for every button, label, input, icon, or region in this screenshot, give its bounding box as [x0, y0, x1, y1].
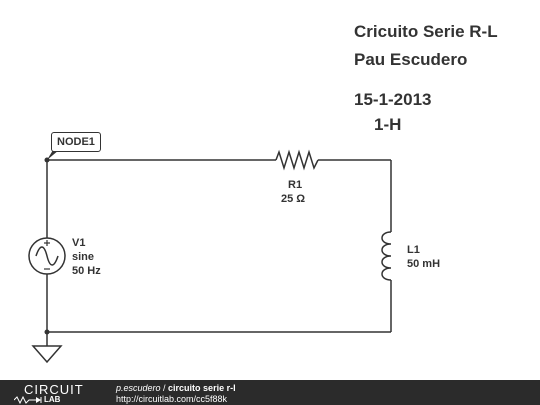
resistor-r1-symbol [275, 149, 319, 171]
ground-icon [31, 345, 63, 364]
circuitlab-logo-subtext: LAB [44, 395, 61, 404]
schematic-canvas [28, 149, 392, 364]
resistor-value: 25 Ω [281, 193, 306, 205]
node-pointer [47, 150, 59, 160]
footer-bar: CIRCUIT LAB p.escudero / circuito serie … [0, 380, 540, 405]
source-type: sine [72, 251, 95, 263]
footer-url-link[interactable]: http://circuitlab.com/cc5f88k [116, 394, 228, 404]
author-link[interactable]: p.escudero [116, 383, 161, 393]
resistor-name: R1 [288, 179, 303, 191]
project-link[interactable]: circuito serie r-l [168, 383, 236, 393]
title-line-2: Pau Escudero [354, 50, 468, 69]
circuitlab-logo-text[interactable]: CIRCUIT [24, 382, 84, 397]
title-line-4: 1-H [374, 115, 402, 134]
title-line-3: 15-1-2013 [354, 90, 432, 109]
sine-wave-icon [35, 246, 59, 266]
title-line-1: Cricuito Serie R-L [354, 22, 498, 41]
inductor-l1-symbol [381, 231, 392, 281]
source-name: V1 [72, 237, 86, 249]
node-label[interactable]: NODE1 [51, 132, 101, 152]
inductor-value: 50 mH [407, 258, 441, 270]
junction-dot-bottom-left [44, 329, 50, 335]
footer-separator: / [160, 383, 169, 393]
footer-author-line: p.escudero / circuito serie r-l [116, 383, 236, 393]
circuitlab-logo-icon [14, 395, 42, 404]
source-frequency: 50 Hz [72, 265, 101, 277]
inductor-name: L1 [407, 244, 420, 256]
